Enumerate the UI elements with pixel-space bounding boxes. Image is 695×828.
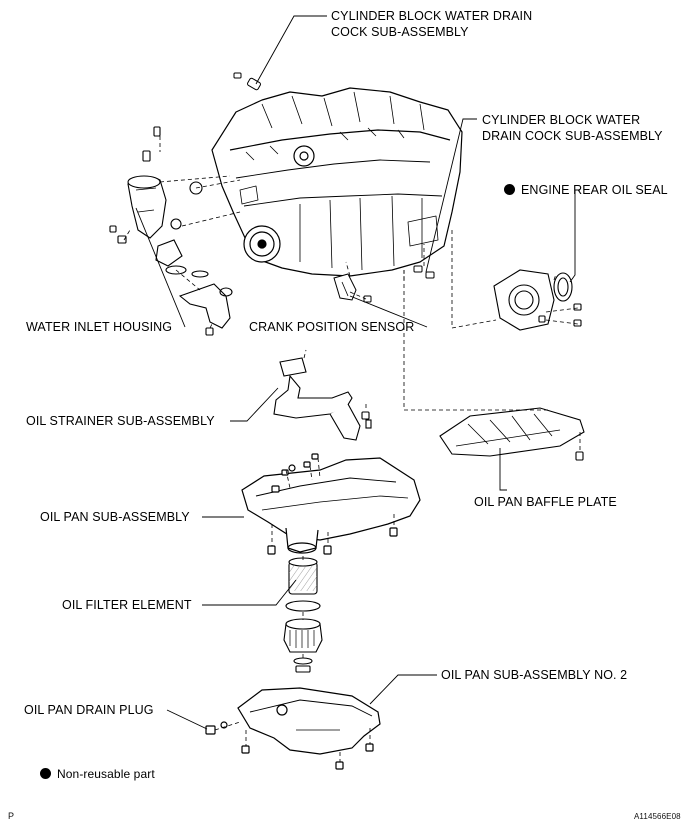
label-crank-position-sensor: CRANK POSITION SENSOR	[249, 320, 415, 334]
legend-non-reusable: Non-reusable part	[40, 766, 155, 782]
crank-position-sensor-part	[333, 273, 372, 303]
label-cylinder-drain-cock-2-line1: CYLINDER BLOCK WATER	[482, 113, 641, 127]
oil-pan-no2-part	[205, 687, 381, 770]
label-cylinder-drain-cock-1-line1: CYLINDER BLOCK WATER DRAIN	[331, 9, 533, 23]
label-oil-filter-element: OIL FILTER ELEMENT	[62, 598, 192, 612]
oil-strainer-part	[273, 357, 372, 441]
assembly-dashed-lines	[123, 136, 581, 762]
drain-cock-part-2	[413, 265, 435, 279]
leader-lines	[135, 15, 580, 730]
engine-rear-oil-seal-text: ENGINE REAR OIL SEAL	[521, 183, 668, 197]
label-oil-pan-drain-plug: OIL PAN DRAIN PLUG	[24, 703, 154, 717]
figure-id: A114566E08	[634, 812, 681, 821]
legend-non-reusable-text: Non-reusable part	[57, 767, 155, 781]
engine-block-illustration	[211, 87, 463, 277]
rear-oil-seal-retainer	[493, 269, 582, 331]
label-oil-pan-baffle-plate: OIL PAN BAFFLE PLATE	[474, 495, 617, 509]
label-water-inlet-housing: WATER INLET HOUSING	[26, 320, 173, 334]
label-oil-pan-sub-assembly: OIL PAN SUB-ASSEMBLY	[40, 510, 190, 524]
label-oil-strainer: OIL STRAINER SUB-ASSEMBLY	[26, 414, 215, 428]
oil-pan-part	[241, 453, 421, 555]
non-reusable-dot-icon	[504, 184, 515, 195]
oil-pan-baffle-plate-part	[439, 407, 585, 461]
label-oil-pan-sub-assembly-no2: OIL PAN SUB-ASSEMBLY NO. 2	[441, 668, 628, 682]
label-cylinder-drain-cock-1-line2: COCK SUB-ASSEMBLY	[331, 25, 469, 39]
oil-filter-element-part	[285, 557, 321, 612]
legend-dot-icon	[40, 768, 51, 779]
footer-left-code: P	[8, 811, 15, 821]
label-cylinder-drain-cock-2-line2: DRAIN COCK SUB-ASSEMBLY	[482, 129, 663, 143]
label-engine-rear-oil-seal: ENGINE REAR OIL SEAL	[504, 182, 668, 198]
oil-filter-cap-part	[283, 618, 323, 673]
drain-cock-part-1	[233, 72, 261, 91]
water-inlet-housing-parts	[109, 126, 233, 336]
